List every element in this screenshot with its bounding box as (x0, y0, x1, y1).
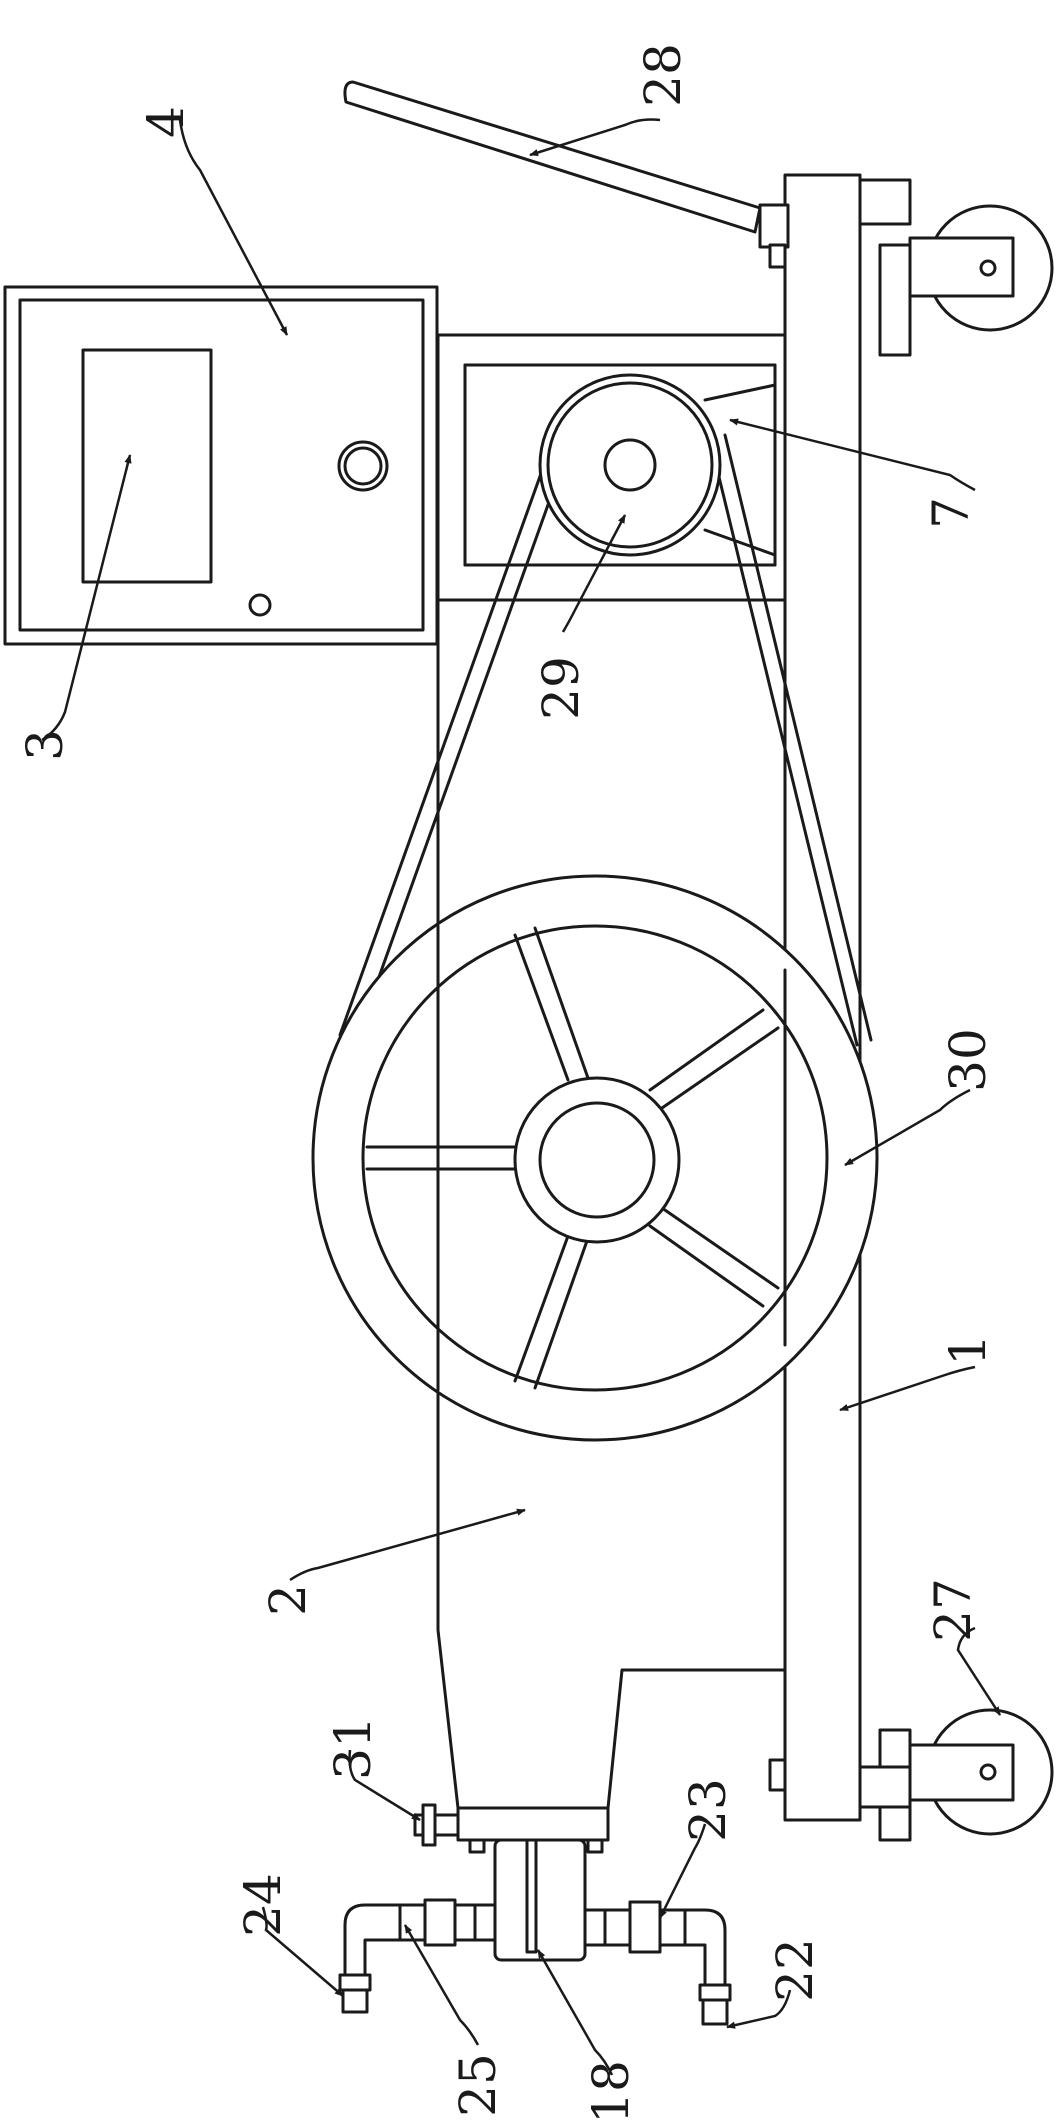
base-bolt (768, 1758, 787, 1792)
label-3: 3 (16, 729, 74, 761)
caster-wheel-bottom (858, 1708, 1054, 1842)
label-29: 29 (532, 656, 590, 720)
label-30: 30 (939, 1028, 997, 1092)
control-box (3, 285, 439, 646)
label-24: 24 (234, 1873, 292, 1937)
label-23: 23 (679, 1778, 737, 1842)
label-31: 31 (324, 1716, 382, 1780)
push-handle (343, 80, 790, 269)
label-7: 7 (922, 497, 980, 529)
flywheel-spokes (365, 926, 780, 1390)
label-28: 28 (634, 43, 692, 107)
right-pipe (583, 1900, 732, 2026)
caster-wheel-top (858, 178, 1054, 357)
display-screen (81, 348, 213, 584)
label-27: 27 (924, 1578, 982, 1642)
part-labels: 4 3 28 7 29 30 1 2 27 31 24 25 18 23 22 (16, 43, 997, 2124)
label-1: 1 (939, 1334, 997, 1366)
flywheel (311, 874, 879, 1442)
pressure-valve (413, 1803, 460, 1847)
pump-head (456, 1806, 610, 1962)
left-pipe (338, 1898, 497, 2014)
label-18: 18 (582, 2060, 640, 2124)
label-2: 2 (259, 1584, 317, 1616)
label-4: 4 (137, 106, 195, 138)
motor-pulley (538, 373, 777, 557)
outlet-block (493, 1838, 587, 1962)
leader-lines (41, 118, 1002, 2076)
label-22: 22 (766, 1938, 824, 2002)
label-25: 25 (449, 2053, 507, 2117)
